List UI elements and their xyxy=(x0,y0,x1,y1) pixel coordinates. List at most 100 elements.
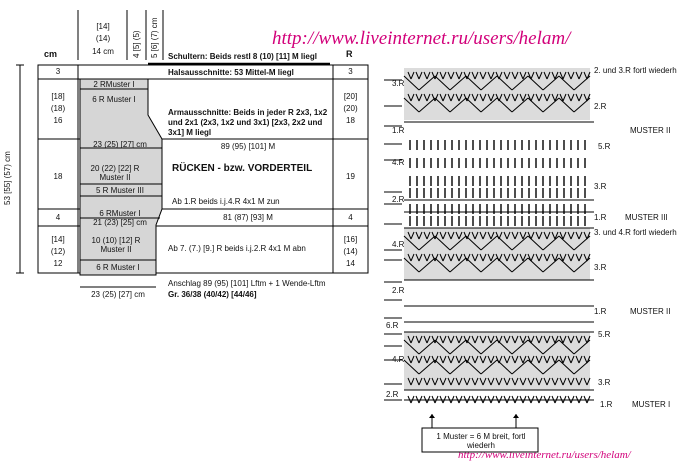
stitch-mark xyxy=(575,253,580,262)
stitch-mark xyxy=(434,257,451,273)
stitch-mark xyxy=(426,377,431,386)
stitch-mark xyxy=(447,395,452,404)
stitch-mark xyxy=(567,355,572,364)
stitch-mark xyxy=(442,71,447,80)
stitch-mark xyxy=(573,257,591,273)
stitch-mark xyxy=(522,355,527,364)
stitch-mark xyxy=(506,355,511,364)
stitch-mark xyxy=(567,395,572,404)
stitch-mark xyxy=(511,235,529,251)
stitch-mark xyxy=(447,93,452,102)
lbl-r4-d: 4.R xyxy=(392,355,405,364)
stitch-mark xyxy=(543,71,548,80)
stitch-mark xyxy=(407,355,412,364)
stitch-mark xyxy=(511,355,516,364)
stitch-mark xyxy=(450,395,455,404)
head-r: R xyxy=(346,49,353,59)
strip-label-3: 23 (25) [27] cm xyxy=(93,140,147,149)
stitch-mark xyxy=(439,93,444,102)
stitch-mark xyxy=(514,355,519,364)
stitch-mark xyxy=(503,377,508,386)
lbl-repeat-3-4: 3. und 4.R fortl wiederh xyxy=(594,228,677,237)
stitch-mark xyxy=(426,335,431,344)
stitch-mark xyxy=(559,231,564,240)
stitch-mark xyxy=(418,235,436,251)
stitch-mark xyxy=(496,339,513,355)
m81-text: 81 (87) [93] M xyxy=(223,213,273,222)
stitch-mark xyxy=(575,335,580,344)
stitch-mark xyxy=(403,75,420,91)
stitch-mark xyxy=(487,253,492,262)
strip-label-2: 6 R Muster I xyxy=(92,95,136,104)
stitch-mark xyxy=(450,71,455,80)
stitch-mark xyxy=(434,253,439,262)
stitch-mark xyxy=(558,235,575,251)
stitch-mark xyxy=(578,231,583,240)
stitch-mark xyxy=(514,231,519,240)
stitch-mark xyxy=(426,231,431,240)
cm-row-2: [18] (18) 16 xyxy=(50,92,66,125)
col-4-label: 4 [5] (5) xyxy=(132,30,141,58)
stitch-mark xyxy=(511,395,516,404)
stitch-mark xyxy=(522,253,527,262)
lbl-r4-a: 4.R xyxy=(392,158,405,167)
stitch-mark xyxy=(527,377,532,386)
stitch-mark xyxy=(575,377,580,386)
stitch-mark xyxy=(434,339,451,355)
stitch-mark xyxy=(554,335,559,344)
stitch-mark xyxy=(551,377,556,386)
stitch-mark xyxy=(511,93,516,102)
stitch-mark xyxy=(538,93,543,102)
stitch-mark xyxy=(415,93,420,102)
stitch-mark xyxy=(543,231,548,240)
stitch-mark xyxy=(447,71,452,80)
stitch-mark xyxy=(480,97,498,113)
lbl-r3-d: 3.R xyxy=(598,378,611,387)
r-row-3: 19 xyxy=(346,172,355,181)
stitch-mark xyxy=(586,377,591,386)
stitch-mark xyxy=(466,395,471,404)
stitch-mark xyxy=(487,71,492,80)
stitch-mark xyxy=(480,359,498,375)
stitch-mark xyxy=(575,93,580,102)
stitch-mark xyxy=(554,377,559,386)
strip-label-8: 10 (10) [12] R Muster II xyxy=(91,236,141,254)
stitch-mark xyxy=(418,97,436,113)
stitch-mark xyxy=(506,71,511,80)
stitch-mark xyxy=(511,75,529,91)
stitch-mark xyxy=(463,93,468,102)
stitch-mark xyxy=(554,231,559,240)
stitch-mark xyxy=(503,253,508,262)
lbl-r1-a: 1.R xyxy=(392,126,405,135)
stitch-mark xyxy=(431,377,436,386)
stitch-mark xyxy=(530,231,535,240)
stitch-mark xyxy=(450,355,455,364)
stitch-mark xyxy=(415,377,420,386)
cast-on-text: Anschlag 89 (95) [101] Lftm + 1 Wende-Lf… xyxy=(168,279,326,288)
stitch-mark xyxy=(535,377,540,386)
stitch-mark xyxy=(578,93,583,102)
stitch-mark xyxy=(471,395,476,404)
stitch-mark xyxy=(480,235,498,251)
r-row-1: 3 xyxy=(348,67,353,76)
stitch-mark xyxy=(439,71,444,80)
stitch-mark xyxy=(442,253,447,262)
top-width-1: [14] xyxy=(96,22,110,31)
lbl-r4-c: 4.R xyxy=(392,240,405,249)
stitch-mark xyxy=(458,355,463,364)
stitch-mark xyxy=(487,335,492,344)
stitch-mark xyxy=(575,231,580,240)
bottom-width-text: 23 (25) [27] cm xyxy=(91,290,145,299)
stitch-mark xyxy=(439,395,444,404)
strip-label-5: 5 R Muster III xyxy=(95,186,144,195)
stitch-mark xyxy=(418,93,423,102)
watermark-top[interactable]: http://www.liveinternet.ru/users/helam/ xyxy=(272,28,571,49)
stitch-mark xyxy=(447,355,452,364)
stitch-mark xyxy=(551,335,556,344)
stitch-mark xyxy=(562,253,567,262)
stitch-mark xyxy=(522,93,527,102)
stitch-mark xyxy=(418,75,436,91)
stitch-mark xyxy=(543,355,548,364)
stitch-mark xyxy=(570,71,575,80)
stitch-mark xyxy=(418,257,436,273)
